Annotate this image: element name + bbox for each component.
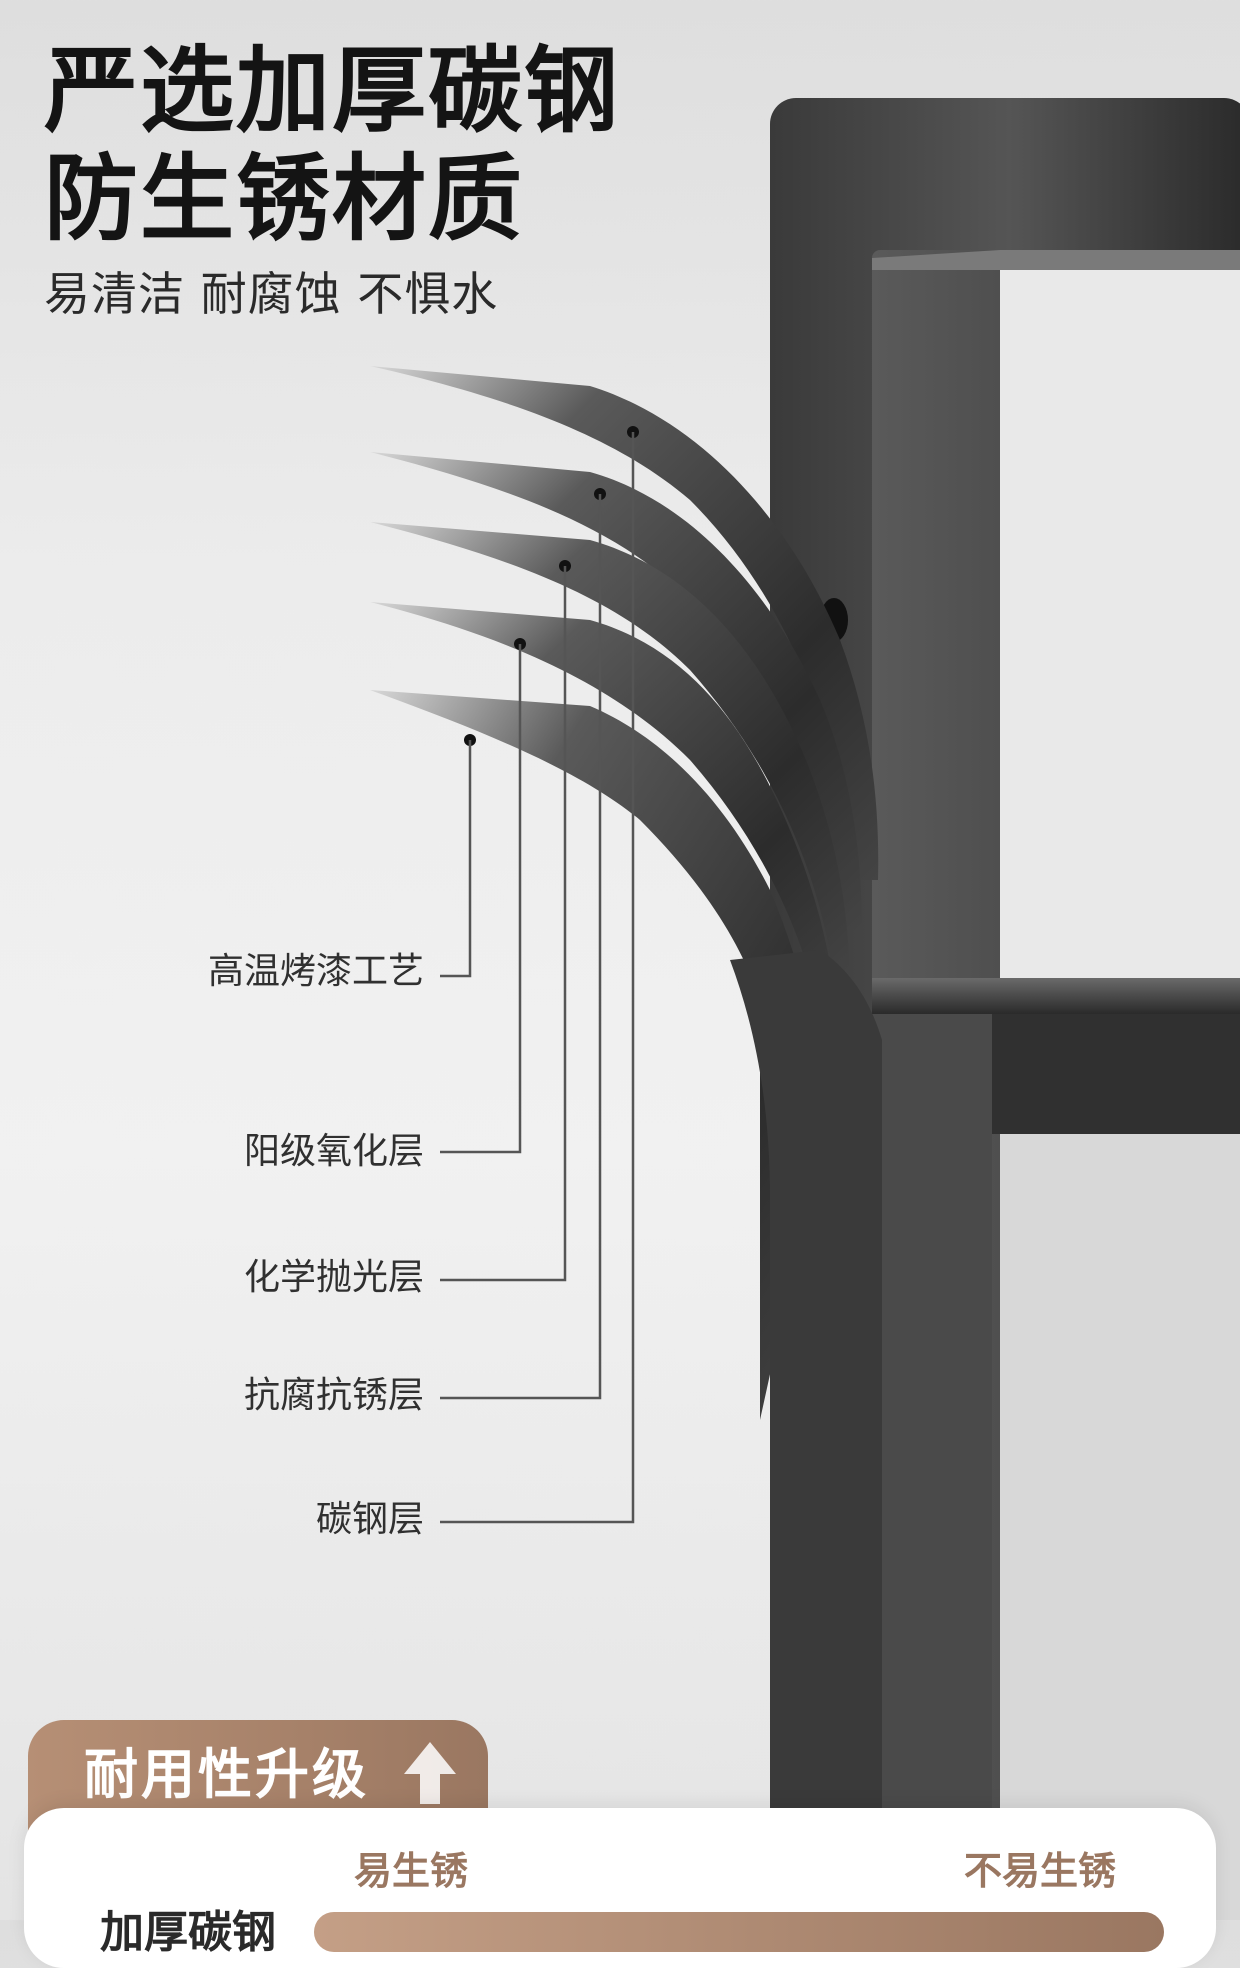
layer-label-anodized: 阳级氧化层 bbox=[243, 1131, 424, 1172]
layer-label-chemical-polish: 化学抛光层 bbox=[243, 1257, 424, 1298]
layer-label-carbon-steel: 碳钢层 bbox=[315, 1499, 424, 1540]
scale-label-rusts-easily: 易生锈 bbox=[354, 1849, 469, 1893]
comparison-row-label: 加厚碳钢 bbox=[100, 1907, 276, 1958]
rust-resistance-bar-fill bbox=[314, 1912, 1164, 1952]
headline-line-1: 严选加厚碳钢 bbox=[44, 37, 621, 146]
scale-label-rust-resistant: 不易生锈 bbox=[963, 1849, 1116, 1893]
rack-frame bbox=[770, 98, 1240, 1920]
up-arrow-icon bbox=[404, 1742, 456, 1804]
rust-resistance-bar bbox=[314, 1912, 1164, 1952]
badge-text: 耐用性升级 bbox=[84, 1743, 369, 1806]
headline-line-2: 防生锈材质 bbox=[44, 145, 525, 254]
layer-label-baking-paint: 高温烤漆工艺 bbox=[207, 951, 424, 992]
comparison-panel: 易生锈 不易生锈 加厚碳钢 bbox=[24, 1808, 1216, 1968]
feature-subtitle: 易清洁 耐腐蚀 不惧水 bbox=[44, 267, 499, 321]
leader-lines bbox=[440, 432, 635, 1524]
peeled-layers bbox=[370, 366, 882, 1920]
layer-label-anti-rust: 抗腐抗锈层 bbox=[243, 1375, 424, 1416]
steel-layers-illustration bbox=[370, 98, 1240, 1920]
